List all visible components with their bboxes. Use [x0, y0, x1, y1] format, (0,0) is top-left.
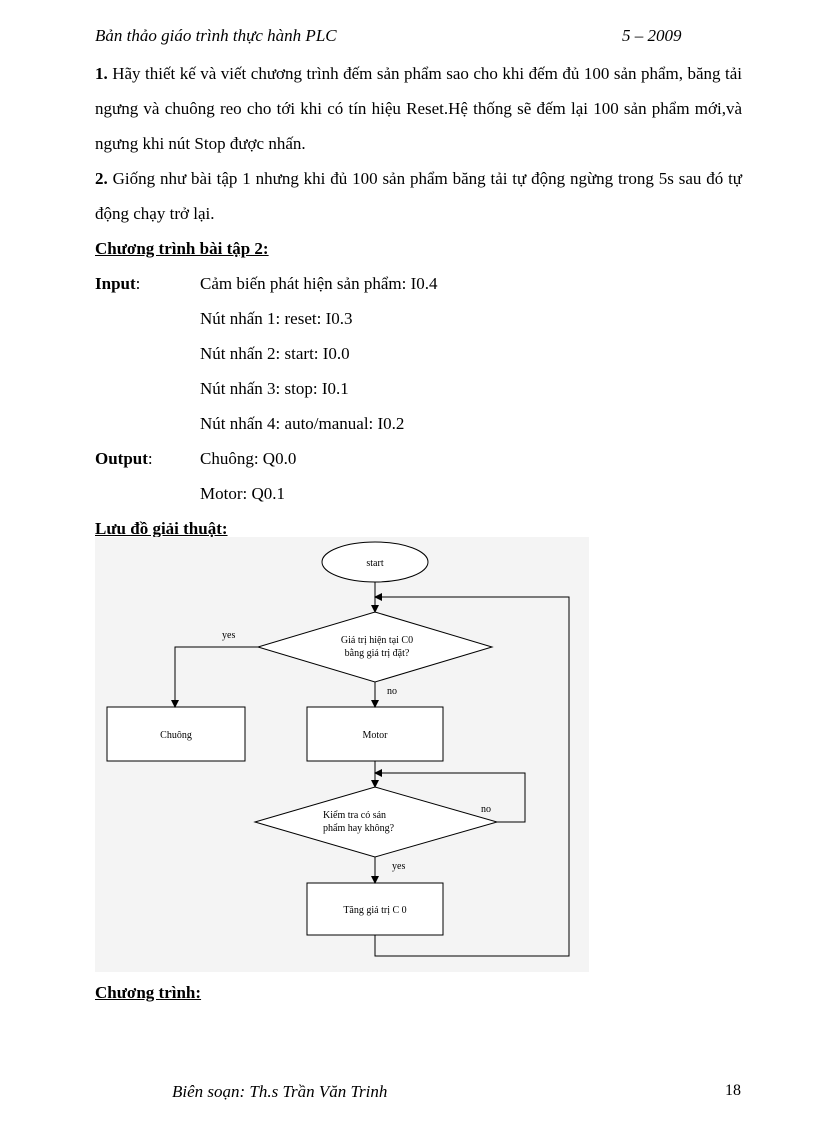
- input-row-4: Nút nhấn 4: auto/manual: I0.2: [95, 406, 742, 441]
- page-header: Bản thảo giáo trình thực hành PLC 5 – 20…: [95, 26, 695, 46]
- yes2-label: yes: [392, 861, 405, 872]
- bell-box: [106, 706, 246, 762]
- exercise-2-text: Giống như bài tập 1 nhưng khi đủ 100 sản…: [95, 169, 743, 223]
- decision1-line2: bằng giá trị đặt?: [345, 648, 410, 659]
- arrow-yes-to-bell: [171, 646, 258, 708]
- input-row-2: Nút nhấn 2: start: I0.0: [95, 336, 742, 371]
- decision1-line1: Giá trị hiện tại C0: [341, 635, 413, 646]
- code-heading: Chương trình:: [95, 983, 202, 1002]
- decision2-line2: phẩm hay không?: [323, 823, 395, 834]
- exercise-1-text: Hãy thiết kế và viết chương trình đếm sả…: [95, 64, 742, 153]
- yes1-label: yes: [222, 630, 235, 641]
- output-label: Output:: [95, 449, 153, 468]
- decision2-line1: Kiểm tra có sản: [323, 810, 386, 821]
- input-item: Nút nhấn 2: start: I0.0: [200, 344, 350, 363]
- input-row-1: Nút nhấn 1: reset: I0.3: [95, 301, 742, 336]
- output-row-1: Motor: Q0.1: [95, 476, 742, 511]
- flowchart: start Giá trị hiện tại C0 bằng giá trị đ…: [95, 537, 589, 972]
- decision-counter-check: [256, 611, 494, 683]
- increment-label: Tăng giá trị C 0: [343, 905, 406, 916]
- header-date: 5 – 2009: [622, 26, 682, 45]
- motor-box: [306, 706, 444, 762]
- output-item: Chuông: Q0.0: [200, 449, 297, 468]
- page-body: 1. Hãy thiết kế và viết chương trình đếm…: [95, 56, 742, 546]
- flowchart-heading: Lưu đồ giải thuật:: [95, 519, 228, 538]
- exercise-1: 1. Hãy thiết kế và viết chương trình đếm…: [95, 56, 742, 161]
- output-item: Motor: Q0.1: [200, 484, 285, 503]
- input-item: Nút nhấn 3: stop: I0.1: [200, 379, 349, 398]
- start-label: start: [366, 558, 383, 569]
- program-heading: Chương trình bài tập 2:: [95, 239, 269, 258]
- input-row-3: Nút nhấn 3: stop: I0.1: [95, 371, 742, 406]
- no2-label: no: [481, 804, 491, 815]
- input-item: Nút nhấn 1: reset: I0.3: [200, 309, 353, 328]
- input-row-0: Input: Cảm biến phát hiện sản phẩm: I0.4: [95, 266, 742, 301]
- input-label: Input:: [95, 274, 141, 293]
- bell-label: Chuông: [160, 730, 192, 741]
- loop-back-to-top: [374, 593, 570, 957]
- no1-label: no: [387, 686, 397, 697]
- decision-product-check: [253, 786, 499, 858]
- exercise-1-number: 1.: [95, 64, 108, 83]
- motor-label: Motor: [363, 730, 389, 741]
- footer-author: Biên soạn: Th.s Trần Văn Trinh: [172, 1082, 388, 1101]
- output-row-0: Output: Chuông: Q0.0: [95, 441, 742, 476]
- loop-no-product: [374, 769, 526, 823]
- page-number: 18: [725, 1082, 741, 1099]
- header-title: Bản thảo giáo trình thực hành PLC: [95, 26, 337, 45]
- input-item: Nút nhấn 4: auto/manual: I0.2: [200, 414, 405, 433]
- exercise-2: 2. Giống như bài tập 1 nhưng khi đủ 100 …: [95, 161, 742, 231]
- exercise-2-number: 2.: [95, 169, 108, 188]
- input-item: Cảm biến phát hiện sản phẩm: I0.4: [200, 274, 438, 293]
- flowchart-svg: start Giá trị hiện tại C0 bằng giá trị đ…: [106, 541, 570, 957]
